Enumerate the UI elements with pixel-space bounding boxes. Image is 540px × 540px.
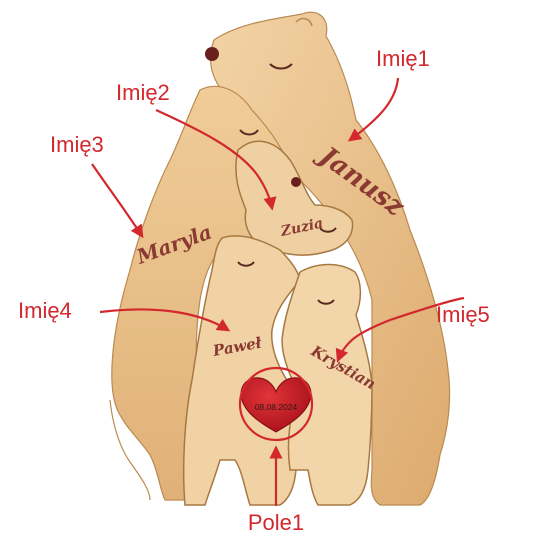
heart-plaque: 08.08.2024 (240, 377, 312, 433)
puzzle-body: 08.08.2024 (109, 11, 451, 506)
arrow-imie2 (155, 108, 277, 211)
arrow-imie5 (335, 296, 465, 363)
mother-eye-icon (239, 129, 259, 136)
mother-arm (109, 399, 151, 501)
arrow-imie4 (99, 308, 231, 332)
father-nose-icon (205, 47, 219, 61)
pawel-eye-icon (237, 261, 255, 267)
zuzia-eye-icon (319, 227, 337, 233)
mother-nose-icon (291, 177, 301, 187)
zuzia-piece (235, 140, 354, 256)
arrow-imie1 (347, 77, 400, 142)
father-ear-icon (295, 17, 313, 27)
callout-imie2: Imię2 (116, 80, 170, 105)
callouts: Imię1 Imię2 Imię3 Imię4 Imię5 Pole1 (18, 46, 490, 535)
arrow-imie3 (91, 163, 144, 239)
krystian-eye-icon (317, 299, 335, 305)
callout-imie4: Imię4 (18, 298, 72, 323)
callout-imie5: Imię5 (436, 302, 490, 327)
callout-imie1: Imię1 (376, 46, 430, 71)
pole1-ring (238, 366, 314, 442)
heart-date: 08.08.2024 (255, 402, 298, 412)
father-eye-icon (269, 63, 293, 70)
callout-imie3: Imię3 (50, 132, 104, 157)
heart-icon (240, 377, 312, 433)
callout-pole1: Pole1 (248, 510, 304, 535)
